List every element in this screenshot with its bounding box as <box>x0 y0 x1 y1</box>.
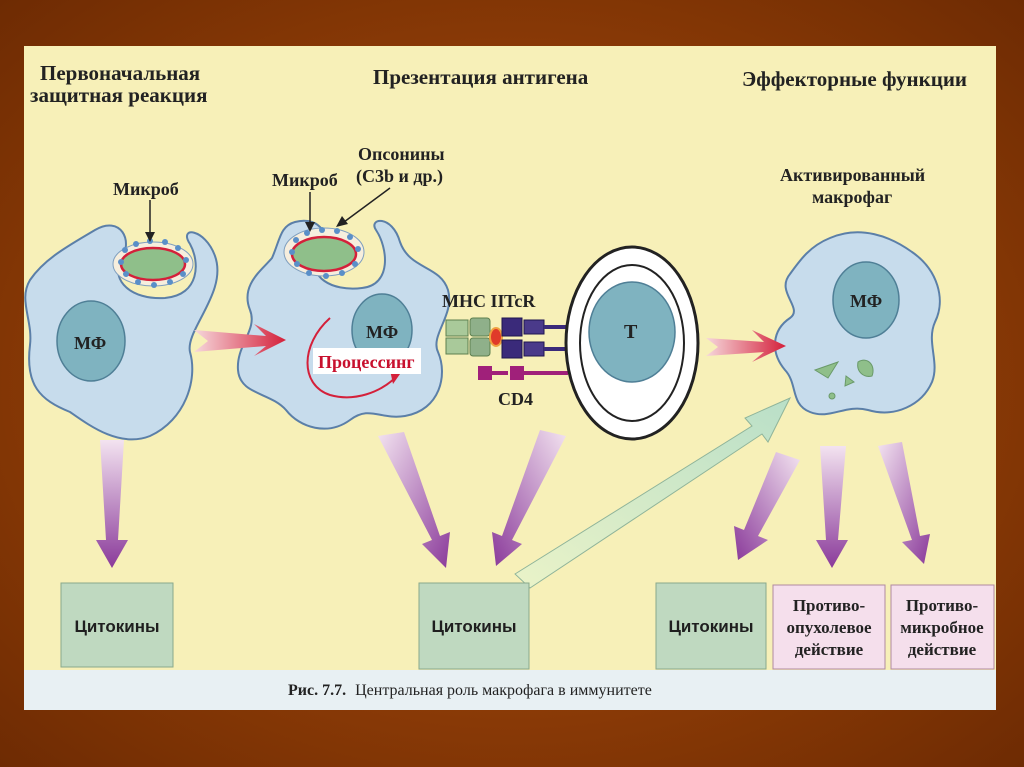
opsonins-pointer <box>343 187 391 223</box>
arrow-mf2-to-cytokines <box>378 432 450 568</box>
cytokines-box-3-label: Цитокины <box>668 617 753 636</box>
cytokines-box-3 <box>655 582 767 670</box>
antitumor-label-line2: опухолевое <box>786 618 872 637</box>
mhc-label: MHC II <box>442 291 505 311</box>
processing-label: Процессинг <box>318 352 415 372</box>
arrow-mf1-to-mf2 <box>194 324 286 356</box>
nucleus-1 <box>56 300 126 382</box>
antimicrobial-box <box>890 584 995 670</box>
cytokines-box-1-label: Цитокины <box>74 617 159 636</box>
arrow-mf3-to-antimicrobial <box>878 442 930 564</box>
antimicrobial-label-line1: Противо- <box>906 596 979 615</box>
figure-caption: Рис. 7.7. Центральная роль макрофага в и… <box>288 682 652 699</box>
microbe-1 <box>119 246 187 282</box>
processing-box <box>313 348 421 374</box>
heading-presentation: Презентация антигена <box>373 65 589 89</box>
processing-curve <box>306 317 396 399</box>
opsonins-pointer-head <box>336 216 348 227</box>
cd4-molecule <box>478 366 568 380</box>
antitumor-box <box>772 584 886 670</box>
cytokines-box-2-label: Цитокины <box>431 617 516 636</box>
arrow-mf3-to-cytokines <box>734 452 800 560</box>
antigen-peptide <box>489 327 503 347</box>
antimicrobial-label-line3: действие <box>908 640 977 659</box>
activated-label-line1: Активированный <box>780 165 925 185</box>
activated-label-line2: макрофаг <box>812 187 892 207</box>
cytokines-box-1 <box>60 582 174 668</box>
microbe-label-2: Микроб <box>272 170 338 190</box>
arrow-tcell-to-cytokines <box>492 430 566 566</box>
mhc-molecule <box>445 317 491 357</box>
arrow-cytokines-to-mf3 <box>514 396 792 589</box>
heading-initial-line2: защитная реакция <box>30 83 207 107</box>
antitumor-label-line1: Противо- <box>793 596 866 615</box>
tcr-molecule <box>501 317 568 359</box>
caption-strip <box>24 670 996 710</box>
arrow-mf3-to-antitumor <box>816 446 848 568</box>
cd4-label: CD4 <box>498 389 533 409</box>
microbe-2-pointer-head <box>305 222 315 232</box>
microbe-2 <box>290 235 358 273</box>
mf-label-1: МФ <box>74 333 106 353</box>
opsonins-label-line2: (C3b и др.) <box>356 166 443 187</box>
t-cell-nucleus <box>588 281 676 383</box>
microbe-1-pointer-head <box>145 232 155 242</box>
mf-label-3: МФ <box>850 291 882 311</box>
heading-initial-line1: Первоначальная <box>40 61 200 85</box>
figure-caption-text: Центральная роль макрофага в иммунитете <box>355 682 652 699</box>
granules <box>813 359 874 400</box>
tcr-label: TcR <box>504 291 536 311</box>
microbe-2-opsonin-dots <box>289 227 361 279</box>
nucleus-3 <box>832 261 900 339</box>
opsonins-label-line1: Опсонины <box>358 144 445 164</box>
antimicrobial-label-line2: микробное <box>900 618 984 637</box>
microbe-label-1: Микроб <box>113 179 179 199</box>
microbe-1-opsonin-dots <box>118 238 189 288</box>
arrow-mf1-to-cytokines <box>96 440 128 568</box>
arrow-tcell-to-mf3 <box>706 330 786 362</box>
mf-label-2: МФ <box>366 322 398 342</box>
heading-effector: Эффекторные функции <box>742 67 967 91</box>
figure-caption-prefix: Рис. 7.7. <box>288 682 346 699</box>
cytokines-box-2 <box>418 582 530 670</box>
antitumor-label-line3: действие <box>795 640 864 659</box>
t-cell-label: T <box>624 321 638 343</box>
